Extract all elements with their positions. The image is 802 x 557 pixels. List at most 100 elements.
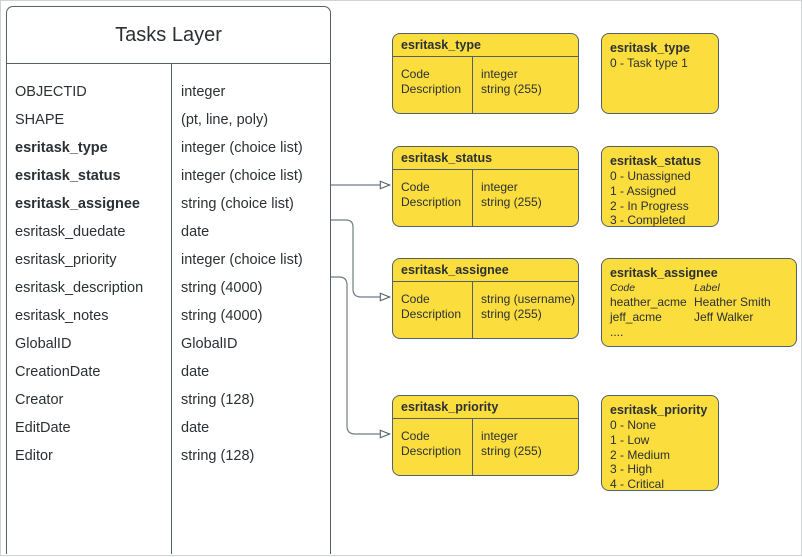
table-cell-type: date bbox=[181, 420, 210, 436]
table-cell-type: date bbox=[181, 224, 210, 240]
value-list-header-row: Code Label bbox=[610, 281, 796, 295]
field-name-column: OBJECTID SHAPE esritask_type esritask_st… bbox=[7, 64, 172, 554]
table-row: CreationDate bbox=[15, 364, 101, 380]
domain-cell: Description bbox=[401, 444, 462, 458]
connector-esritask-assignee bbox=[331, 276, 390, 434]
value-list-item: 0 - Unassigned bbox=[610, 169, 691, 183]
table-cell-type: integer bbox=[181, 84, 226, 100]
domain-table-body: Code Description integer string (255) bbox=[393, 57, 578, 113]
table-row: esritask_description bbox=[15, 280, 144, 296]
domain-cell: string (username) bbox=[481, 292, 576, 306]
domain-table-esritask-type: esritask_type Code Description integer s… bbox=[392, 33, 579, 114]
table-row: OBJECTID bbox=[15, 84, 87, 100]
value-list-item: 2 - Medium bbox=[610, 447, 671, 462]
table-cell-type: string (4000) bbox=[181, 280, 263, 296]
value-list-esritask-status: esritask_status 0 - Unassigned 1 - Assig… bbox=[601, 146, 719, 227]
table-cell-type: integer (choice list) bbox=[181, 252, 303, 268]
table-row: SHAPE bbox=[15, 112, 65, 128]
table-cell-type: date bbox=[181, 364, 210, 380]
domain-table-esritask-priority: esritask_priority Code Description integ… bbox=[392, 395, 579, 476]
field-type-column: integer (pt, line, poly) integer (choice… bbox=[172, 64, 330, 554]
domain-cell: Description bbox=[401, 195, 462, 209]
domain-cell: Description bbox=[401, 307, 462, 321]
value-list-title: esritask_status bbox=[610, 154, 702, 168]
table-cell-type: string (128) bbox=[181, 448, 255, 464]
domain-cell: integer bbox=[481, 180, 518, 194]
domain-table-esritask-status: esritask_status Code Description integer… bbox=[392, 146, 579, 227]
value-list-item: 2 - In Progress bbox=[610, 198, 689, 213]
value-label: Heather Smith bbox=[694, 295, 771, 309]
domain-table-body: Code Description string (username) strin… bbox=[393, 282, 578, 338]
page-title: Tasks Layer bbox=[7, 7, 330, 64]
domain-table-title: esritask_status bbox=[393, 147, 578, 170]
value-list-title: esritask_assignee bbox=[610, 266, 718, 280]
domain-type-column: string (username) string (255) bbox=[473, 282, 578, 338]
domain-cell: string (255) bbox=[481, 82, 542, 96]
value-list-header-label: Label bbox=[694, 282, 720, 294]
value-list-item: 1 - Assigned bbox=[610, 183, 677, 198]
domain-cell: Code bbox=[401, 429, 430, 443]
table-cell-type: integer (choice list) bbox=[181, 140, 303, 156]
domain-cell: string (255) bbox=[481, 444, 542, 458]
value-list-item: 1 - Low bbox=[610, 432, 650, 447]
table-cell-type: string (128) bbox=[181, 392, 255, 408]
domain-cell: Code bbox=[401, 180, 430, 194]
value-list-item: 0 - Task type 1 bbox=[610, 56, 688, 70]
domain-code-column: Code Description bbox=[393, 282, 473, 338]
domain-type-column: integer string (255) bbox=[473, 419, 578, 475]
table-row: esritask_priority bbox=[15, 252, 117, 268]
domain-cell: string (255) bbox=[481, 307, 542, 321]
tasks-layer-table: Tasks Layer OBJECTID SHAPE esritask_type… bbox=[6, 6, 331, 554]
table-cell-type: (pt, line, poly) bbox=[181, 112, 269, 128]
value-list-title: esritask_type bbox=[610, 41, 690, 55]
value-list-item: 3 - High bbox=[610, 462, 653, 477]
domain-cell: Code bbox=[401, 67, 430, 81]
domain-table-body: Code Description integer string (255) bbox=[393, 419, 578, 475]
domain-cell: integer bbox=[481, 429, 518, 443]
value-list-title: esritask_priority bbox=[610, 403, 708, 417]
domain-cell: integer bbox=[481, 67, 518, 81]
domain-code-column: Code Description bbox=[393, 419, 473, 475]
value-code: heather_acme bbox=[610, 295, 687, 309]
layer-table-body: OBJECTID SHAPE esritask_type esritask_st… bbox=[7, 64, 330, 554]
domain-type-column: integer string (255) bbox=[473, 57, 578, 113]
table-row: EditDate bbox=[15, 420, 71, 436]
value-list-esritask-priority: esritask_priority 0 - None 1 - Low 2 - M… bbox=[601, 395, 719, 491]
value-list-item: jeff_acme Jeff Walker bbox=[610, 310, 796, 325]
value-label: Jeff Walker bbox=[694, 309, 754, 324]
domain-code-column: Code Description bbox=[393, 170, 473, 226]
table-row: esritask_status bbox=[15, 168, 121, 184]
table-row: Creator bbox=[15, 392, 64, 408]
domain-cell: string (255) bbox=[481, 195, 542, 209]
domain-table-esritask-assignee: esritask_assignee Code Description strin… bbox=[392, 258, 579, 339]
value-list-item: 3 - Completed bbox=[610, 213, 686, 228]
table-row: esritask_duedate bbox=[15, 224, 126, 240]
value-list-esritask-type: esritask_type 0 - Task type 1 bbox=[601, 33, 719, 114]
domain-type-column: integer string (255) bbox=[473, 170, 578, 226]
value-list-header-code: Code bbox=[610, 282, 636, 294]
domain-table-title: esritask_type bbox=[393, 34, 578, 57]
table-cell-type: GlobalID bbox=[181, 336, 238, 352]
value-list-esritask-assignee: esritask_assignee Code Label heather_acm… bbox=[601, 258, 797, 347]
value-list-item: 0 - None bbox=[610, 418, 657, 432]
table-row: esritask_notes bbox=[15, 308, 109, 324]
table-row: esritask_type bbox=[15, 140, 108, 156]
table-row: esritask_assignee bbox=[15, 196, 140, 212]
domain-cell: Description bbox=[401, 82, 462, 96]
value-list-item: 4 - Critical bbox=[610, 477, 665, 492]
connector-esritask-status bbox=[331, 219, 390, 297]
domain-code-column: Code Description bbox=[393, 57, 473, 113]
domain-cell: Code bbox=[401, 292, 430, 306]
domain-table-body: Code Description integer string (255) bbox=[393, 170, 578, 226]
value-list-item: heather_acme Heather Smith bbox=[610, 295, 796, 310]
table-cell-type: integer (choice list) bbox=[181, 168, 303, 184]
domain-table-title: esritask_assignee bbox=[393, 259, 578, 282]
value-list-item: .... bbox=[610, 325, 796, 340]
value-code: .... bbox=[610, 324, 624, 339]
table-cell-type: string (4000) bbox=[181, 308, 263, 324]
table-row: GlobalID bbox=[15, 336, 72, 352]
domain-table-title: esritask_priority bbox=[393, 396, 578, 419]
table-cell-type: string (choice list) bbox=[181, 196, 294, 212]
table-row: Editor bbox=[15, 448, 53, 464]
